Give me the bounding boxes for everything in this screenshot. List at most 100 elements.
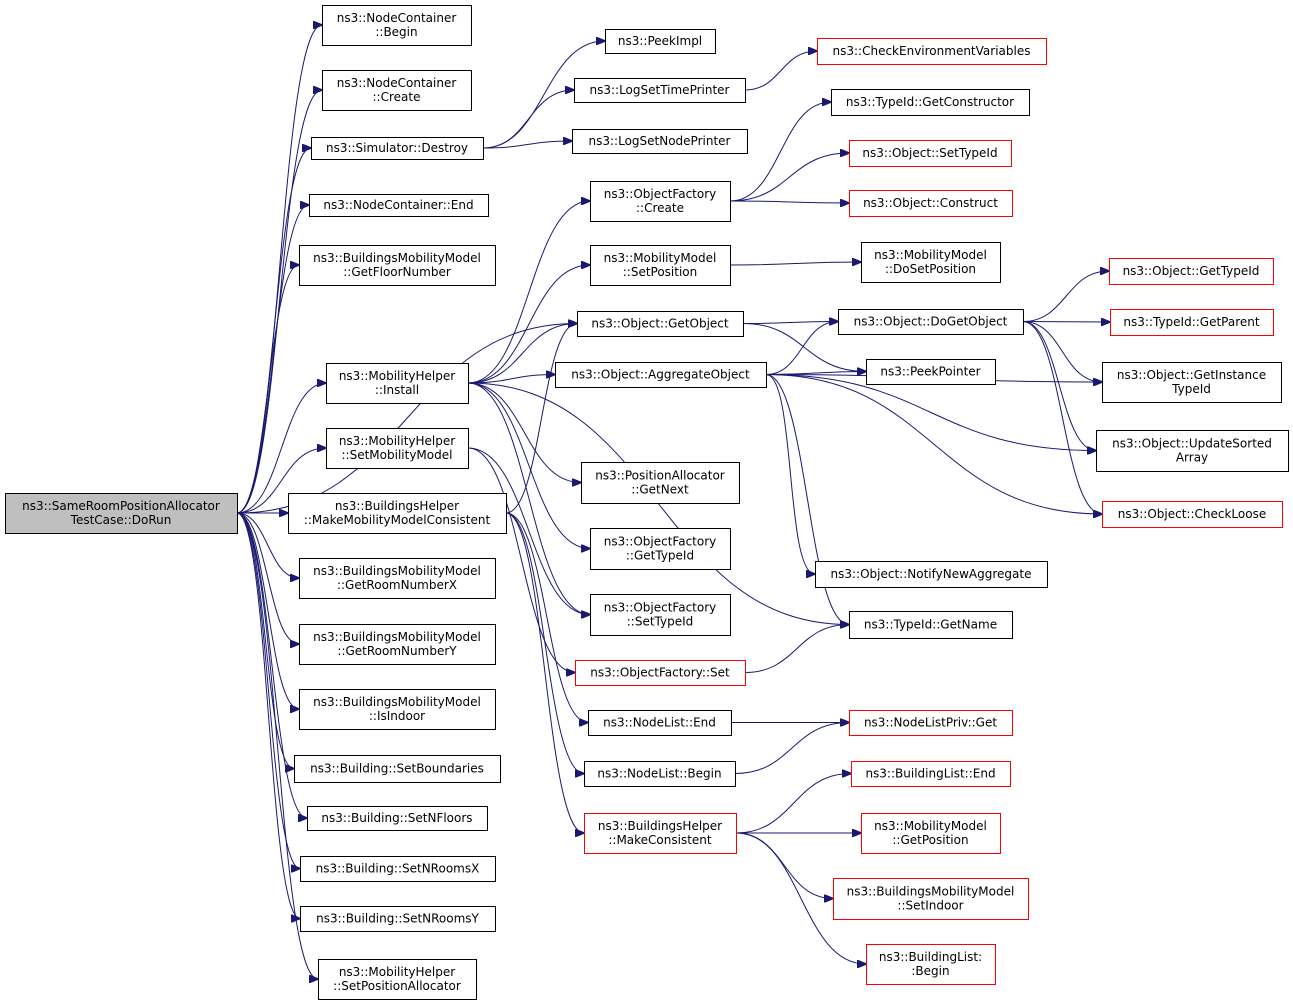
- node-ns3-typeid-getname[interactable]: ns3::TypeId::GetName: [849, 611, 1013, 639]
- node-label-line: ns3::Building::SetNRoomsY: [316, 912, 479, 926]
- node-label-line: ns3::ObjectFactory: [604, 601, 717, 615]
- node-label-line: ns3::BuildingsMobilityModel: [313, 251, 481, 265]
- edge-root-to-mh_install: [236, 383, 326, 514]
- node-ns3-building-setnroomsy[interactable]: ns3::Building::SetNRoomsY: [300, 906, 496, 932]
- node-ns3-buildingshelper-makeconsistent[interactable]: ns3::BuildingsHelper::MakeConsistent: [584, 813, 737, 854]
- node-ns3-nodelistpriv-get[interactable]: ns3::NodeListPriv::Get: [849, 710, 1013, 736]
- node-ns3-sameroompositionallocatortestcase-dorun[interactable]: ns3::SameRoomPositionAllocatorTestCase::…: [5, 493, 238, 534]
- node-box: [311, 137, 484, 160]
- node-label-line: ns3::NodeContainer: [337, 11, 457, 25]
- node-ns3-objectfactory-set[interactable]: ns3::ObjectFactory::Set: [575, 660, 746, 686]
- node-box: [5, 493, 238, 534]
- node-ns3-positionallocator-getnext[interactable]: ns3::PositionAllocator::GetNext: [581, 462, 740, 504]
- node-label-line: ns3::BuildingList:: [879, 950, 982, 964]
- node-label-line: ::Create: [636, 201, 684, 215]
- node-box: [326, 363, 469, 404]
- edge-mh_setmm-to-of_settypeid: [467, 447, 590, 615]
- node-box: [833, 878, 1029, 920]
- node-ns3-checkenvironmentvariables[interactable]: ns3::CheckEnvironmentVariables: [817, 38, 1047, 65]
- node-label-line: ns3::MobilityHelper: [339, 369, 455, 383]
- node-ns3-buildingsmobilitymodel-getroomnumberx[interactable]: ns3::BuildingsMobilityModel::GetRoomNumb…: [299, 558, 496, 599]
- node-ns3-typeid-getparent[interactable]: ns3::TypeId::GetParent: [1110, 309, 1274, 336]
- node-box: [299, 689, 496, 730]
- node-ns3-object-dogetobject[interactable]: ns3::Object::DoGetObject: [838, 309, 1024, 335]
- node-ns3-buildinglist-end[interactable]: ns3::BuildingList::End: [851, 761, 1011, 787]
- node-ns3-objectfactory-gettypeid[interactable]: ns3::ObjectFactory::GetTypeId: [590, 528, 731, 570]
- node-ns3-nodecontainer-end[interactable]: ns3::NodeContainer::End: [309, 194, 489, 217]
- node-label-line: ns3::Object::GetInstance: [1117, 368, 1266, 382]
- node-ns3-object-notifynewaggregate[interactable]: ns3::Object::NotifyNewAggregate: [815, 561, 1048, 588]
- node-ns3-object-aggregateobject[interactable]: ns3::Object::AggregateObject: [555, 362, 767, 388]
- node-ns3-logsettimeprinter[interactable]: ns3::LogSetTimePrinter: [574, 78, 746, 103]
- node-ns3-mobilityhelper-install[interactable]: ns3::MobilityHelper::Install: [326, 363, 469, 404]
- node-ns3-building-setboundaries[interactable]: ns3::Building::SetBoundaries: [294, 755, 501, 783]
- node-box: [294, 755, 501, 783]
- node-box: [584, 761, 736, 787]
- node-ns3-buildinglist-begin[interactable]: ns3::BuildingList::Begin: [866, 944, 996, 985]
- node-label-line: ::SetMobilityModel: [342, 448, 453, 462]
- node-ns3-mobilitymodel-dosetposition[interactable]: ns3::MobilityModel::DoSetPosition: [861, 242, 1001, 283]
- node-ns3-mobilitymodel-getposition[interactable]: ns3::MobilityModel::GetPosition: [861, 813, 1001, 854]
- node-label-line: ::GetNext: [631, 483, 689, 497]
- node-label-line: ns3::Object::GetObject: [591, 317, 729, 331]
- node-ns3-peekimpl[interactable]: ns3::PeekImpl: [605, 29, 716, 54]
- node-ns3-buildingshelper-makemobilitymodelconsistent[interactable]: ns3::BuildingsHelper::MakeMobilityModelC…: [288, 493, 507, 534]
- node-label-line: ns3::NodeList::End: [603, 716, 716, 730]
- node-box: [590, 181, 731, 222]
- node-box: [300, 856, 496, 882]
- node-ns3-objectfactory-create[interactable]: ns3::ObjectFactory::Create: [590, 181, 731, 222]
- node-box: [572, 129, 748, 154]
- node-ns3-logsetnodeprinter[interactable]: ns3::LogSetNodePrinter: [572, 129, 748, 154]
- node-ns3-nodelist-end[interactable]: ns3::NodeList::End: [588, 710, 732, 736]
- node-label-line: ::MakeConsistent: [608, 833, 712, 847]
- node-ns3-buildingsmobilitymodel-setindoor[interactable]: ns3::BuildingsMobilityModel::SetIndoor: [833, 878, 1029, 920]
- node-ns3-mobilityhelper-setpositionallocator[interactable]: ns3::MobilityHelper::SetPositionAllocato…: [318, 959, 477, 1000]
- node-label-line: ns3::BuildingsHelper: [335, 499, 459, 513]
- node-ns3-nodecontainer-begin[interactable]: ns3::NodeContainer::Begin: [322, 5, 472, 46]
- node-ns3-typeid-getconstructor[interactable]: ns3::TypeId::GetConstructor: [831, 89, 1030, 116]
- edge-mh_install-to-pa_getnext: [467, 382, 581, 483]
- node-box: [322, 70, 472, 111]
- node-ns3-mobilityhelper-setmobilitymodel[interactable]: ns3::MobilityHelper::SetMobilityModel: [326, 428, 469, 469]
- edge-root-to-b_setroomsx: [236, 512, 300, 869]
- node-ns3-buildingsmobilitymodel-getroomnumbery[interactable]: ns3::BuildingsMobilityModel::GetRoomNumb…: [299, 624, 496, 665]
- node-ns3-simulator-destroy[interactable]: ns3::Simulator::Destroy: [311, 137, 484, 160]
- node-box: [309, 194, 489, 217]
- node-label-line: ns3::MobilityModel: [874, 248, 987, 262]
- node-label-line: ns3::PeekPointer: [880, 365, 980, 379]
- node-ns3-object-construct[interactable]: ns3::Object::Construct: [849, 190, 1013, 217]
- node-ns3-mobilitymodel-setposition[interactable]: ns3::MobilityModel::SetPosition: [590, 245, 731, 286]
- node-ns3-nodecontainer-create[interactable]: ns3::NodeContainer::Create: [322, 70, 472, 111]
- node-ns3-buildingsmobilitymodel-getfloornumber[interactable]: ns3::BuildingsMobilityModel::GetFloorNum…: [299, 245, 496, 286]
- edge-root-to-bmm_roomy: [236, 512, 299, 644]
- node-ns3-peekpointer[interactable]: ns3::PeekPointer: [866, 359, 996, 385]
- edge-obj_getobject-to-peekpointer: [742, 323, 866, 372]
- node-label-line: ::Create: [373, 90, 421, 104]
- node-ns3-nodelist-begin[interactable]: ns3::NodeList::Begin: [584, 761, 736, 787]
- node-label-line: ns3::Building::SetNFloors: [321, 811, 472, 825]
- node-label-line: ns3::Object::Construct: [863, 196, 998, 210]
- edge-obj_getobject-to-obj_dogetobject: [742, 322, 838, 324]
- node-ns3-object-gettypeid[interactable]: ns3::Object::GetTypeId: [1109, 258, 1274, 285]
- node-ns3-object-checkloose[interactable]: ns3::Object::CheckLoose: [1102, 501, 1283, 528]
- edge-root-to-nc_create: [236, 90, 322, 514]
- node-ns3-objectfactory-settypeid[interactable]: ns3::ObjectFactory::SetTypeId: [590, 594, 731, 636]
- node-ns3-building-setnfloors[interactable]: ns3::Building::SetNFloors: [307, 806, 488, 831]
- edge-nl_begin-to-nlp_get: [734, 723, 849, 774]
- edge-root-to-mh_setpa: [236, 512, 318, 979]
- edge-of_create-to-tid_getctor: [729, 102, 831, 202]
- node-box: [300, 906, 496, 932]
- node-ns3-building-setnroomsx[interactable]: ns3::Building::SetNRoomsX: [300, 856, 496, 882]
- node-ns3-object-settypeid[interactable]: ns3::Object::SetTypeId: [849, 140, 1012, 167]
- node-box: [831, 89, 1030, 116]
- node-label-line: ::Begin: [375, 25, 417, 39]
- node-ns3-buildingsmobilitymodel-isindoor[interactable]: ns3::BuildingsMobilityModel::IsIndoor: [299, 689, 496, 730]
- node-box: [581, 462, 740, 504]
- edge-mh_install-to-obj_getobject: [467, 324, 577, 384]
- edge-root-to-b_setfloors: [236, 512, 307, 818]
- node-ns3-object-getobject[interactable]: ns3::Object::GetObject: [577, 311, 744, 337]
- node-label-line: TestCase::DoRun: [70, 513, 172, 527]
- node-box: [1102, 362, 1282, 403]
